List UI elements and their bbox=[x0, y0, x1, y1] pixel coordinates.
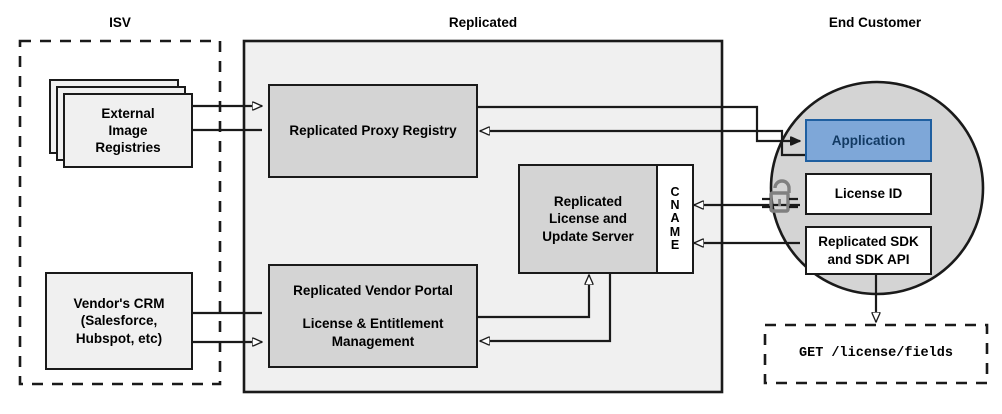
vendor-portal-line3: Management bbox=[331, 333, 415, 349]
api-call-boundary bbox=[763, 323, 989, 385]
external-image-registries-line3: Registries bbox=[95, 140, 161, 156]
zone-title-isv: ISV bbox=[109, 15, 131, 30]
vendors-crm-line3: Hubspot, etc) bbox=[75, 330, 163, 346]
replicated-license-update-server[interactable]: Replicated License and Update Server bbox=[518, 164, 658, 274]
license-server-line2: License and bbox=[548, 211, 628, 227]
cname-label: C N A M E bbox=[656, 164, 694, 274]
cname-letter-c: C bbox=[670, 185, 680, 200]
arrow-portal-to-license-server bbox=[478, 275, 589, 319]
cname-letter-a: A bbox=[670, 211, 680, 226]
replicated-vendor-portal[interactable]: Replicated Vendor Portal License & Entit… bbox=[268, 264, 478, 368]
cname-letter-n: N bbox=[670, 198, 680, 213]
replicated-sdk-line1: Replicated SDK bbox=[818, 234, 919, 250]
isv-boundary bbox=[18, 39, 222, 386]
zone-title-end-customer: End Customer bbox=[828, 15, 922, 30]
replicated-proxy-registry[interactable]: Replicated Proxy Registry bbox=[268, 84, 478, 178]
external-image-registries[interactable]: External Image Registries bbox=[63, 93, 193, 168]
replicated-sdk[interactable]: Replicated SDK and SDK API bbox=[805, 226, 932, 275]
vendor-portal-lines-23: License & Entitlement Management bbox=[302, 315, 443, 350]
vendor-portal-line2: License & Entitlement bbox=[302, 316, 444, 332]
zone-title-replicated: Replicated bbox=[448, 15, 518, 30]
license-server-line1: Replicated bbox=[553, 194, 623, 210]
cname-letter-m: M bbox=[669, 224, 681, 239]
vendors-crm[interactable]: Vendor's CRM (Salesforce, Hubspot, etc) bbox=[45, 272, 193, 370]
external-image-registries-line1: External bbox=[101, 105, 155, 121]
replicated-sdk-line2: and SDK API bbox=[827, 251, 910, 267]
cname-letter-e: E bbox=[670, 237, 680, 252]
external-image-registries-line2: Image bbox=[108, 122, 148, 138]
arrow-license-server-to-portal bbox=[480, 274, 612, 341]
license-server-line3: Update Server bbox=[542, 228, 634, 244]
arrow-proxy-to-application bbox=[478, 105, 800, 141]
unlock-icon bbox=[762, 179, 798, 213]
license-id[interactable]: License ID bbox=[805, 173, 932, 215]
vendors-crm-line1: Vendor's CRM bbox=[73, 296, 165, 312]
application[interactable]: Application bbox=[805, 119, 932, 162]
api-call-label: GET /license/fields bbox=[799, 346, 953, 362]
vendor-portal-line1: Replicated Vendor Portal bbox=[293, 283, 453, 299]
vendors-crm-line2: (Salesforce, bbox=[80, 313, 158, 329]
